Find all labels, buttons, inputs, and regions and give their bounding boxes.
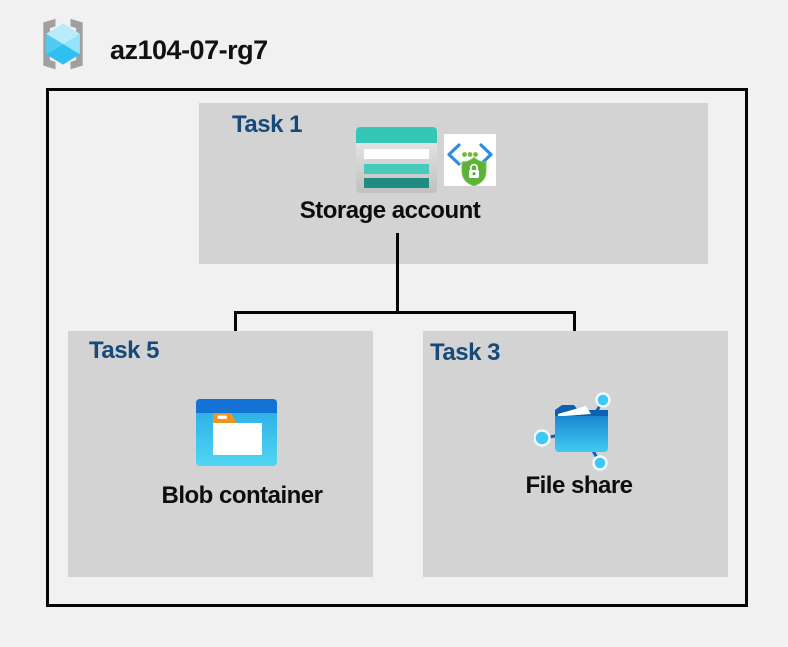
- connector-branch-horizontal: [234, 311, 576, 314]
- file-share-label: File share: [525, 472, 633, 499]
- resource-group-boundary: [46, 88, 748, 607]
- task3-box: Task 3: [423, 331, 728, 577]
- storage-account-icon: [356, 127, 437, 193]
- task5-label: Task 5: [89, 337, 159, 364]
- task1-label: Task 1: [232, 111, 302, 138]
- blob-container-label: Blob container: [161, 482, 323, 509]
- resource-group-icon: [43, 18, 83, 70]
- connector-storage-stem: [396, 233, 399, 313]
- task3-label: Task 3: [430, 339, 500, 366]
- storage-account-label: Storage account: [299, 197, 481, 224]
- file-share-icon: [534, 392, 611, 471]
- blob-container-icon: [196, 399, 277, 466]
- sas-security-lock-icon: [444, 134, 496, 186]
- resource-group-name: az104-07-rg7: [110, 35, 268, 65]
